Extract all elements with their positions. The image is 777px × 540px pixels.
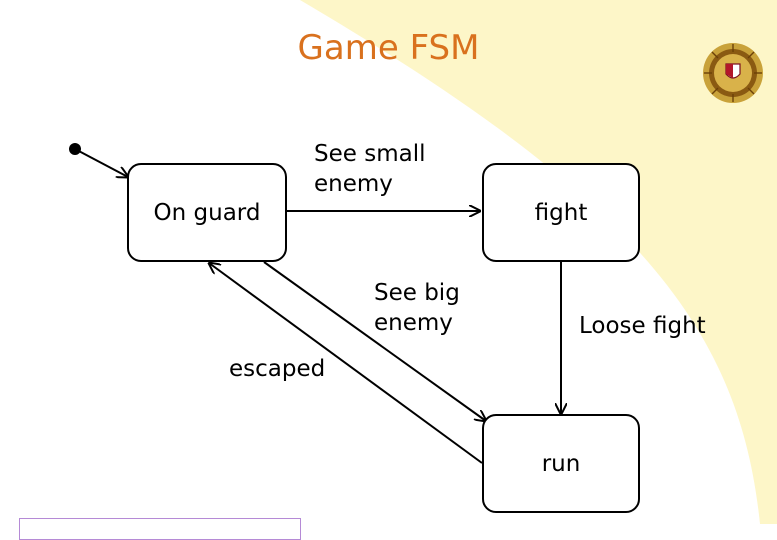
label-line: enemy — [374, 310, 453, 336]
state-fight: fight — [482, 163, 640, 262]
label-loose-fight: Loose fight — [579, 311, 706, 341]
edge-onguard-to-run — [263, 261, 486, 421]
university-seal-icon — [703, 43, 763, 103]
label-see-big-enemy: See big enemy — [374, 278, 460, 338]
label-escaped: escaped — [229, 354, 325, 384]
background-sweep — [300, 0, 777, 524]
initial-transition-arrow — [74, 148, 128, 177]
transition-edges — [69, 143, 777, 464]
edge-run-to-onguard — [209, 263, 483, 464]
footer-box — [19, 518, 301, 540]
label-line: escaped — [229, 356, 326, 382]
label-see-small-enemy: See small enemy — [314, 139, 425, 199]
label-line: See big — [374, 280, 460, 306]
state-on-guard: On guard — [127, 163, 287, 262]
page-title: Game FSM — [297, 28, 480, 68]
label-line: See small — [314, 141, 426, 167]
state-run: run — [482, 414, 640, 513]
label-line: Loose fight — [579, 313, 706, 339]
label-line: enemy — [314, 171, 393, 197]
